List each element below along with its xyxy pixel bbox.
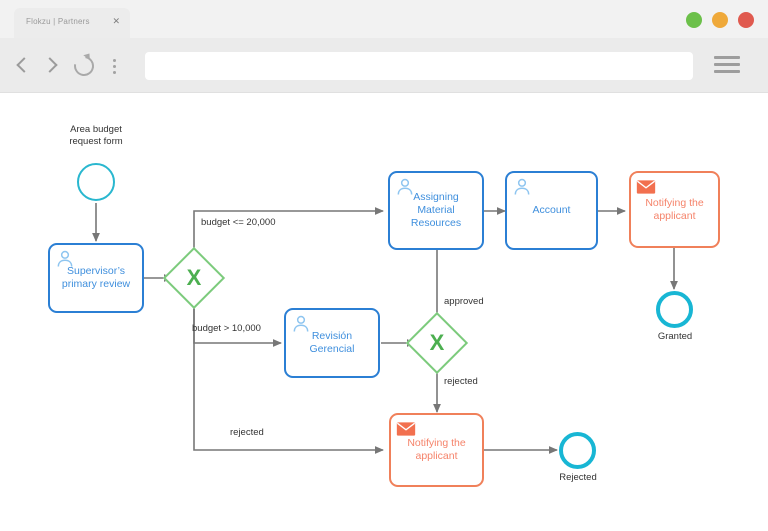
end-event-rejected[interactable] (559, 432, 596, 469)
vertical-dots-icon[interactable] (102, 52, 128, 78)
task-label: Notifying the applicant (407, 437, 466, 462)
user-task-icon (397, 178, 413, 195)
gateway-x-icon: X (429, 330, 445, 355)
back-icon[interactable] (10, 52, 36, 78)
task-notifying-the-applicant-top[interactable]: Notifying the applicant (629, 171, 720, 248)
envelope-icon (396, 422, 416, 436)
task-label: Account (532, 204, 571, 216)
user-task-icon (57, 250, 73, 267)
end-event-rejected-label: Rejected (559, 472, 597, 483)
address-input[interactable] (145, 52, 693, 80)
task-revision-gerencial[interactable]: Revisión Gerencial (284, 308, 380, 378)
task-assigning-material-resources[interactable]: Assigning Material Resources (388, 171, 484, 250)
window-close-button[interactable] (738, 12, 754, 28)
task-supervisors-primary-review[interactable]: Supervisor’s primary review (48, 243, 144, 313)
window-maximize-button[interactable] (712, 12, 728, 28)
tab-strip: Flokzu | Partners ✕ (0, 0, 768, 38)
gateway-exclusive-1[interactable]: X (162, 246, 226, 310)
gateway-x-icon: X (186, 265, 202, 290)
envelope-icon (636, 180, 656, 194)
gateway-exclusive-2[interactable]: X (405, 311, 469, 375)
hamburger-menu-icon[interactable] (714, 56, 742, 76)
forward-icon[interactable] (38, 52, 64, 78)
window-minimize-button[interactable] (686, 12, 702, 28)
flow-label-rejected-gw2: rejected (444, 376, 478, 387)
reload-icon[interactable] (70, 51, 98, 80)
start-event-caption: Area budget request form (69, 124, 123, 147)
end-event-granted[interactable] (656, 291, 693, 328)
start-event[interactable] (77, 163, 115, 201)
close-icon[interactable]: ✕ (112, 16, 120, 26)
tab-title: Flokzu | Partners (26, 17, 90, 26)
browser-tab[interactable]: Flokzu | Partners ✕ (14, 8, 130, 38)
bpmn-canvas[interactable]: Area budget request form Supervisor’s pr… (0, 93, 768, 531)
user-task-icon (514, 178, 530, 195)
task-label: Revisión Gerencial (309, 330, 355, 355)
user-task-icon (293, 315, 309, 332)
flow-label-budget-lte: budget <= 20,000 (201, 217, 276, 228)
task-label: Notifying the applicant (645, 196, 704, 222)
task-notifying-the-applicant-bottom[interactable]: Notifying the applicant (389, 413, 484, 487)
flow-label-approved: approved (444, 296, 484, 307)
end-event-granted-label: Granted (657, 331, 693, 342)
flow-label-rejected-gw1: rejected (230, 427, 264, 438)
flow-label-budget-gt: budget > 10,000 (192, 323, 261, 334)
task-account[interactable]: Account (505, 171, 598, 250)
